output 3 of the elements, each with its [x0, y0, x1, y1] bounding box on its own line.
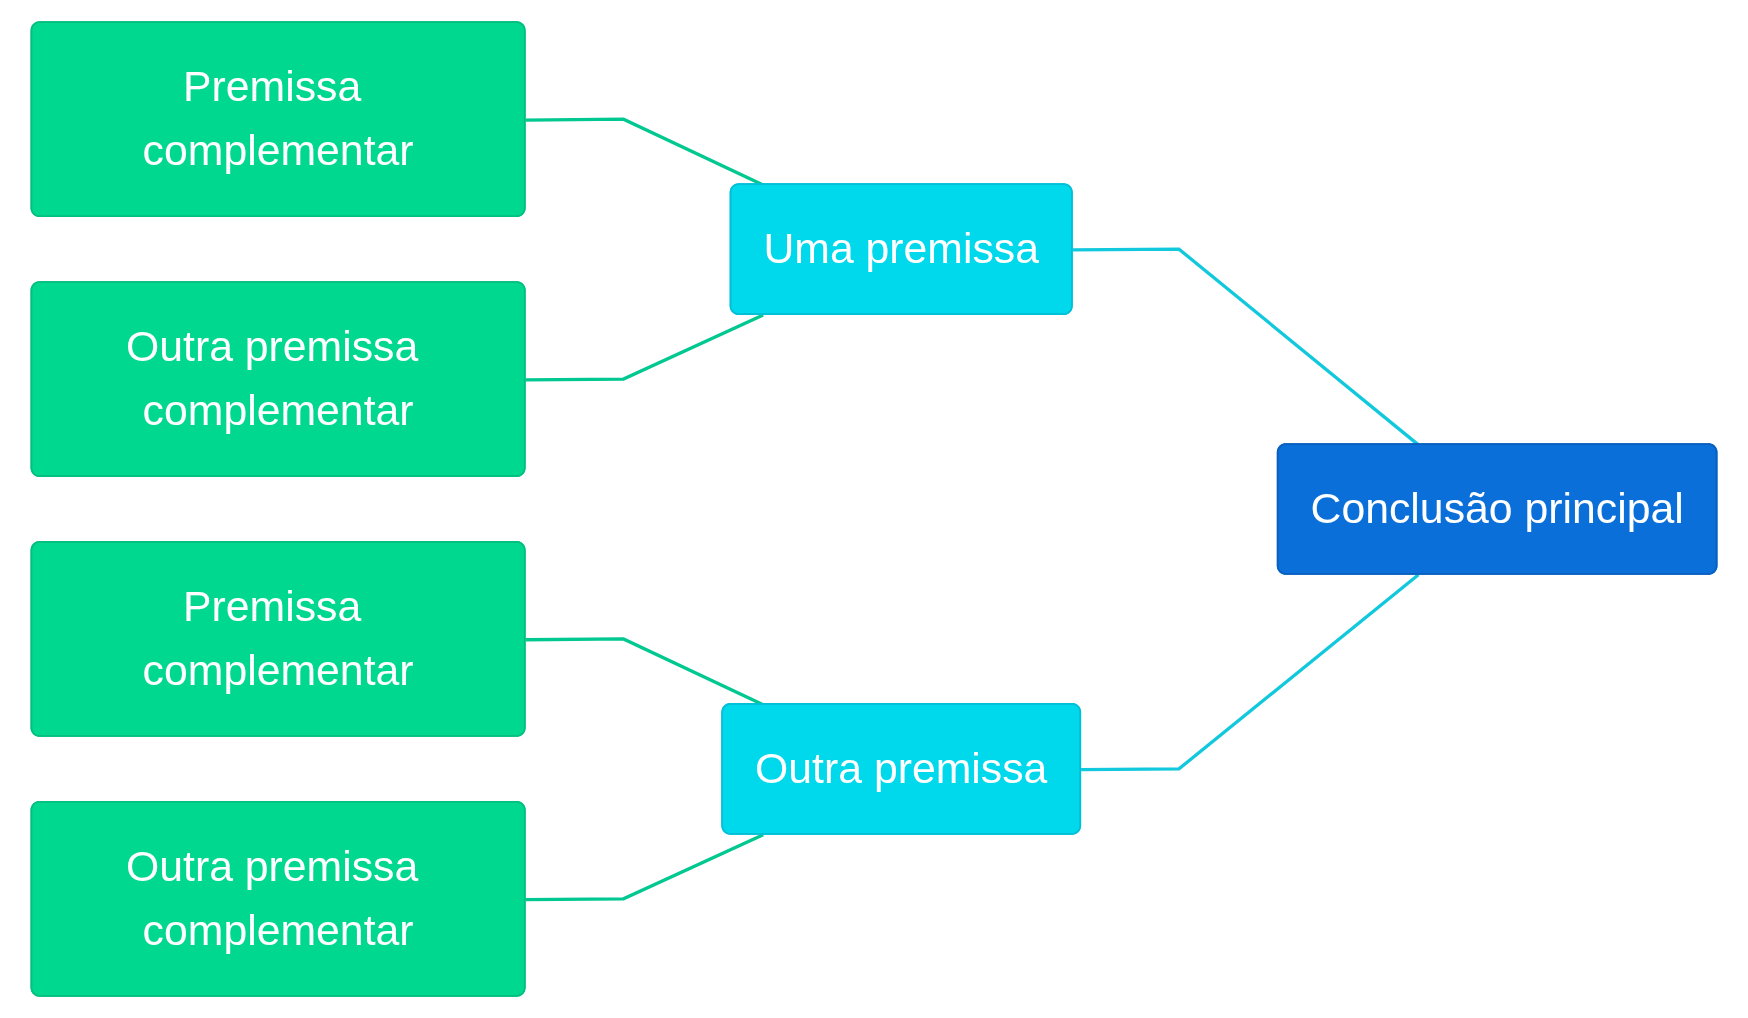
connector — [525, 833, 764, 902]
connector — [1081, 573, 1420, 772]
connector — [525, 313, 764, 382]
